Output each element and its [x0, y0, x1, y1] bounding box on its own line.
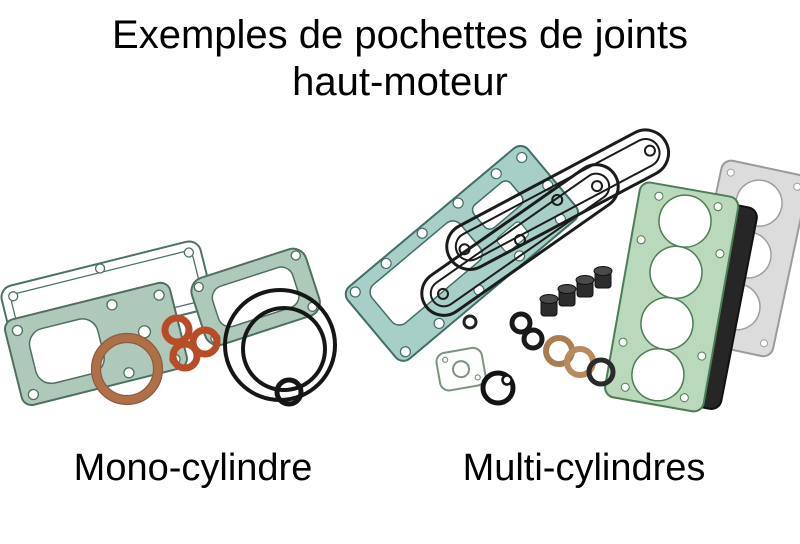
page-title-line2: haut-moteur: [292, 60, 508, 104]
copper-washers: [543, 335, 616, 387]
page-title: Exemples de pochettes de joints haut-mot…: [0, 12, 800, 106]
caption-multi-cylindres: Multi-cylindres: [462, 447, 706, 489]
multi-green-gasket-holes: [618, 191, 725, 403]
mono-cylinder-kit-image: [0, 240, 337, 407]
small-oil-seals: [509, 311, 545, 351]
multi-green-head-gasket: [604, 181, 740, 413]
mono-base-gasket: [3, 281, 188, 407]
multi-cover-gasket-outline-1: [445, 128, 671, 271]
large-o-ring-with-dot: [480, 370, 516, 406]
small-plate-gasket: [435, 346, 487, 392]
multi-cover-gasket-outline-2: [420, 163, 620, 317]
page-title-line1: Exemples de pochettes de joints: [112, 13, 688, 57]
black-o-rings: [223, 288, 337, 407]
valve-stem-seals: [539, 266, 613, 317]
multi-green-gasket-bores: [631, 194, 712, 402]
exhaust-orange-rings: [161, 314, 221, 372]
tiny-o-ring: [462, 314, 478, 330]
copper-ring: [90, 332, 164, 406]
caption-mono-cylindre: Mono-cylindre: [73, 447, 313, 489]
multi-cylinder-kit-image: [344, 128, 800, 413]
